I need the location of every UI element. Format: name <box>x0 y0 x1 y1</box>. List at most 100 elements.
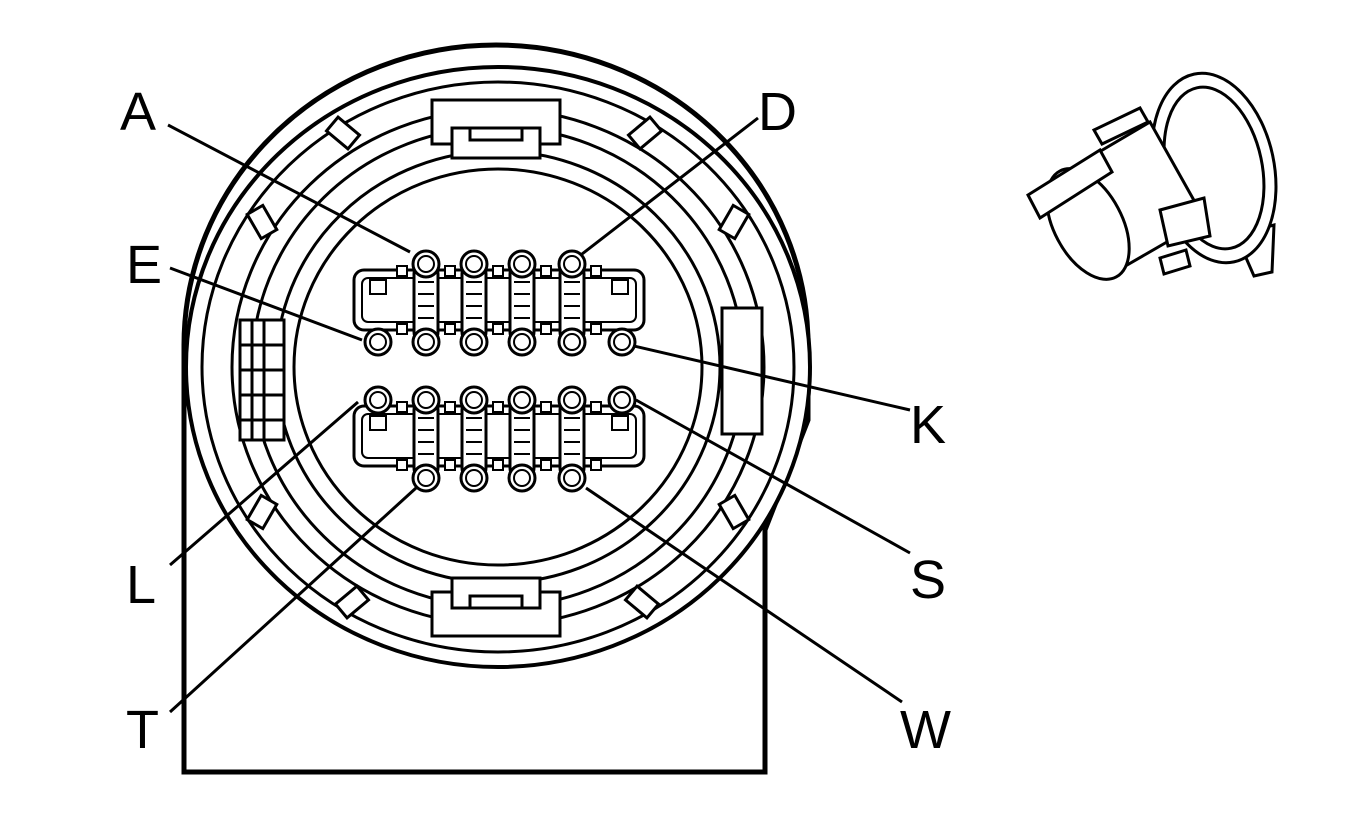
pin-r2-c1-top <box>363 385 393 415</box>
pin-r1-c4-bottom-inner <box>513 333 531 351</box>
lock-tab-bottom-slot <box>468 594 524 610</box>
leader-s <box>635 398 911 555</box>
terminal-row-1-stud-bottom-1 <box>396 323 408 335</box>
pin-r1-c2-top <box>411 249 441 279</box>
key-left-lower <box>245 493 279 531</box>
pin-r2-c6-top <box>607 385 637 415</box>
terminal-row-2-stud-top-1 <box>396 401 408 413</box>
side-view-latch <box>1026 147 1114 221</box>
pin-r1-c3-bottom-inner <box>465 333 483 351</box>
terminal-row-1-stud-top-4 <box>540 265 552 277</box>
terminal-row-2-key-left <box>369 415 387 431</box>
terminal-row-2-stud-bottom-4 <box>540 459 552 471</box>
pin-label-w: W <box>900 700 951 760</box>
pin-r2-c5-bottom <box>557 463 587 493</box>
pin-label-e: E <box>126 235 162 295</box>
terminal-row-2-stud-top-5 <box>590 401 602 413</box>
pin-r1-c4-top <box>507 249 537 279</box>
pin-r2-c2-bottom-inner <box>417 469 435 487</box>
pin-r1-c3-top <box>459 249 489 279</box>
key-lower-left <box>333 583 371 621</box>
leader-d <box>581 116 759 256</box>
pin-r2-c2-top <box>411 385 441 415</box>
terminal-row-1-stud-top-5 <box>590 265 602 277</box>
key-upper-right <box>626 114 664 152</box>
housing-inner-ring <box>292 167 704 567</box>
pin-r1-c2-top-inner <box>417 255 435 273</box>
terminal-row-1-stud-bottom-3 <box>492 323 504 335</box>
pin-label-l: L <box>126 555 156 615</box>
terminal-row-1-key-left <box>369 279 387 295</box>
key-right-upper <box>717 203 751 241</box>
key-right-lower <box>717 493 751 531</box>
pin-r2-c3-top-inner <box>465 391 483 409</box>
pin-r2-c2-top-inner <box>417 391 435 409</box>
terminal-row-2-stud-bottom-2 <box>444 459 456 471</box>
connector-side-view <box>1026 71 1278 281</box>
side-view-tab-top <box>1091 106 1151 146</box>
key-left-upper <box>245 203 279 241</box>
leader-w <box>585 486 903 704</box>
leader-lines <box>167 116 911 714</box>
pin-r1-c6-bottom <box>607 327 637 357</box>
pin-r2-c4-bottom-inner <box>513 469 531 487</box>
leader-k <box>633 344 911 412</box>
key-upper-left <box>324 114 362 152</box>
terminal-row-2-stud-top-2 <box>444 401 456 413</box>
pin-r1-c1-bottom-inner <box>369 333 387 351</box>
pin-r2-c3-bottom <box>459 463 489 493</box>
pin-r2-c5-top-inner <box>563 391 581 409</box>
pin-r2-c3-bottom-inner <box>465 469 483 487</box>
pin-r2-c2-bottom <box>411 463 441 493</box>
pin-label-k: K <box>910 395 946 455</box>
pin-r1-c3-top-inner <box>465 255 483 273</box>
pin-r1-c6-bottom-inner <box>613 333 631 351</box>
leader-l <box>169 400 359 567</box>
leader-a <box>167 123 411 254</box>
pin-r1-c1-bottom <box>363 327 393 357</box>
pin-r2-c3-top <box>459 385 489 415</box>
side-view-clip <box>1158 196 1212 248</box>
pin-label-a: A <box>120 82 156 142</box>
terminal-block <box>352 249 646 493</box>
terminal-row-1-inner <box>361 277 637 323</box>
pin-r1-c4-bottom <box>507 327 537 357</box>
lock-tab-top-slot <box>468 126 524 142</box>
terminal-row-1-key-right <box>611 279 629 295</box>
pin-r2-c5-top <box>557 385 587 415</box>
side-view-tab-bottom <box>1158 248 1192 276</box>
terminal-row-2-stud-bottom-1 <box>396 459 408 471</box>
terminal-row-2-inner <box>361 413 637 459</box>
terminal-row-1-stud-top-1 <box>396 265 408 277</box>
pin-r2-c1-top-inner <box>369 391 387 409</box>
locking-tabs <box>238 98 764 638</box>
terminal-row-2-key-right <box>611 415 629 431</box>
pin-r1-c2-bottom <box>411 327 441 357</box>
pin-label-t: T <box>126 700 159 760</box>
pin-r2-c4-top-inner <box>513 391 531 409</box>
terminal-row-1-stud-bottom-5 <box>590 323 602 335</box>
pin-r1-c4-top-inner <box>513 255 531 273</box>
pin-r1-c5-top <box>557 249 587 279</box>
lock-tab-left <box>238 318 286 442</box>
terminal-row-2-stud-top-3 <box>492 401 504 413</box>
pin-r1-c3-bottom <box>459 327 489 357</box>
terminal-row-2-stud-top-4 <box>540 401 552 413</box>
pin-labels: A D E K L S T W <box>120 82 951 760</box>
pin-label-d: D <box>758 82 797 142</box>
leader-t <box>168 486 418 714</box>
pin-r2-c4-bottom <box>507 463 537 493</box>
housing-ring-2 <box>200 80 796 654</box>
pin-r1-c5-bottom-inner <box>563 333 581 351</box>
pin-r1-c5-top-inner <box>563 255 581 273</box>
leader-e <box>169 266 363 342</box>
key-lower-right <box>623 583 661 621</box>
pin-r2-c4-top <box>507 385 537 415</box>
pin-r2-c5-bottom-inner <box>563 469 581 487</box>
terminal-row-2-stud-bottom-5 <box>590 459 602 471</box>
terminal-row-1-stud-bottom-2 <box>444 323 456 335</box>
pin-label-s: S <box>910 550 946 610</box>
pin-r2-c6-top-inner <box>613 391 631 409</box>
